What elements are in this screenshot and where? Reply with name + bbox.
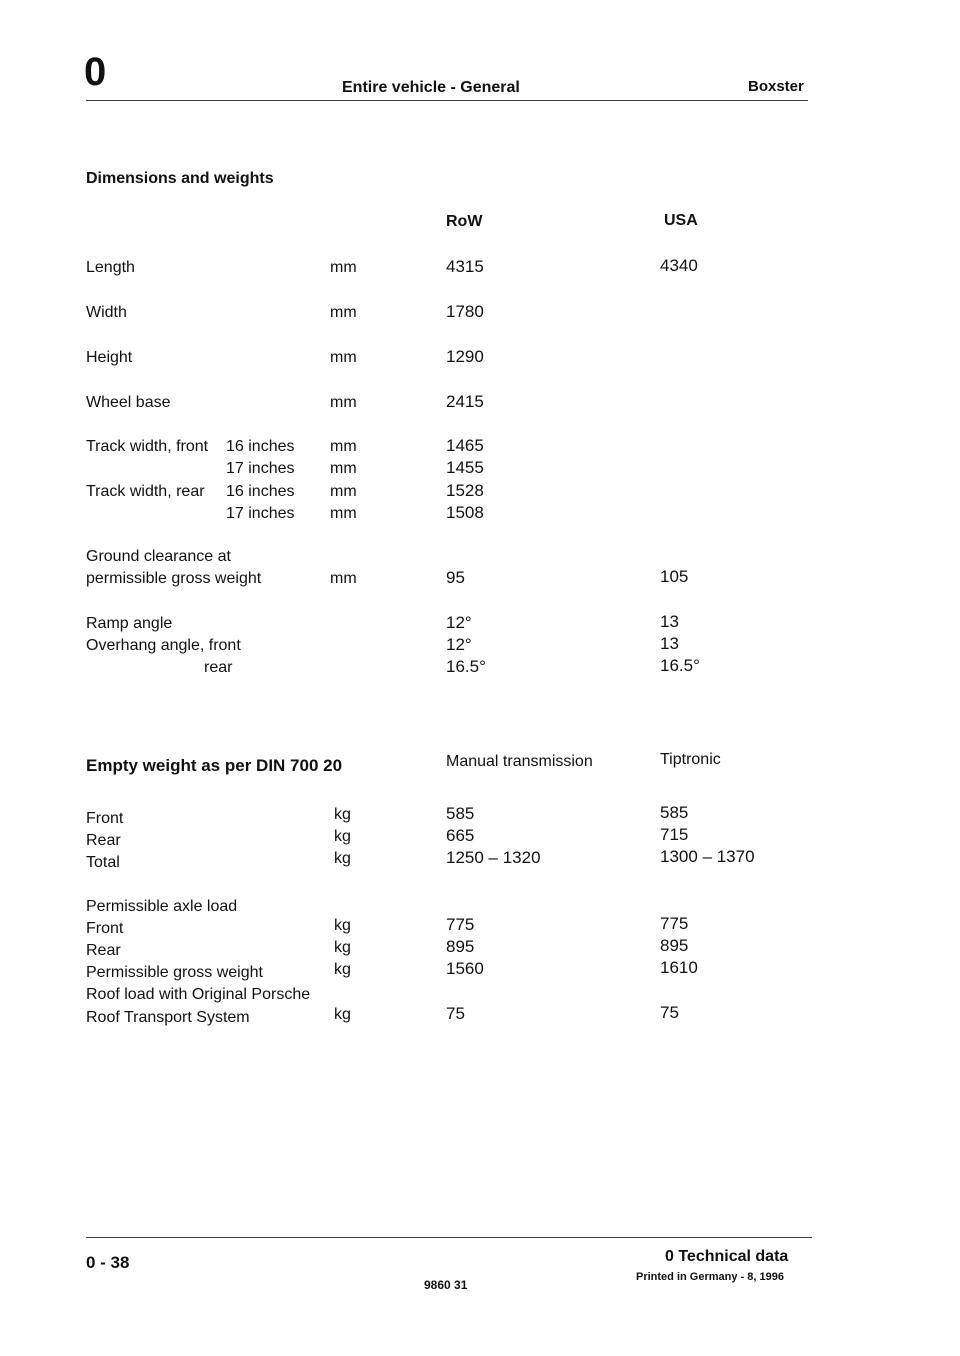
unit-track-rear-16: mm <box>330 483 357 500</box>
value-total-manual: 1250 – 1320 <box>446 848 541 867</box>
label-front: Front <box>86 810 124 827</box>
value-axle-rear-tiptronic: 895 <box>660 936 689 955</box>
sub-track-front-16: 16 inches <box>226 438 295 455</box>
value-front-tiptronic: 585 <box>660 803 689 822</box>
label-total: Total <box>86 854 120 871</box>
value-ramp-angle-row: 12° <box>446 613 472 632</box>
label-permissible-axle-load: Permissible axle load <box>86 898 238 915</box>
label-rear: Rear <box>86 832 121 849</box>
label-track-width-rear: Track width, rear <box>86 483 205 500</box>
value-length-row: 4315 <box>446 257 484 276</box>
column-header-manual: Manual transmission <box>446 753 593 770</box>
label-wheel-base: Wheel base <box>86 394 171 411</box>
chapter-number: 0 <box>84 50 107 94</box>
unit-front: kg <box>334 806 351 823</box>
label-track-width-front: Track width, front <box>86 438 209 455</box>
value-ramp-angle-usa: 13 <box>660 612 679 631</box>
label-overhang-angle-rear: rear <box>204 659 233 676</box>
value-front-manual: 585 <box>446 804 475 823</box>
label-width: Width <box>86 304 127 321</box>
label-permissible-gross-weight-2: Permissible gross weight <box>86 964 263 981</box>
unit-length: mm <box>330 259 357 276</box>
value-height-row: 1290 <box>446 347 484 366</box>
value-axle-front-tiptronic: 775 <box>660 914 689 933</box>
header-divider <box>86 100 808 101</box>
value-roof-load-tiptronic: 75 <box>660 1003 679 1022</box>
value-overhang-rear-usa: 16.5° <box>660 656 700 675</box>
label-axle-front: Front <box>86 920 124 937</box>
value-ground-clearance-row: 95 <box>446 568 465 587</box>
unit-total: kg <box>334 850 351 867</box>
sub-track-rear-17: 17 inches <box>226 505 295 522</box>
value-axle-rear-manual: 895 <box>446 937 475 956</box>
label-ground-clearance: Ground clearance at <box>86 548 231 565</box>
label-height: Height <box>86 349 133 366</box>
column-header-row: RoW <box>446 213 483 230</box>
label-length: Length <box>86 259 135 276</box>
column-header-usa: USA <box>664 212 698 229</box>
label-axle-rear: Rear <box>86 942 121 959</box>
unit-track-front-16: mm <box>330 438 357 455</box>
label-overhang-angle-front: Overhang angle, front <box>86 637 241 654</box>
document-code: 9860 31 <box>424 1278 468 1292</box>
footer-section-title: 0 Technical data <box>665 1248 789 1265</box>
label-roof-load: Roof load with Original Porsche <box>86 986 311 1003</box>
value-length-usa: 4340 <box>660 256 698 275</box>
footer-divider <box>86 1237 812 1238</box>
page-number: 0 - 38 <box>86 1253 130 1272</box>
sub-track-front-17: 17 inches <box>226 460 295 477</box>
section-title-empty-weight: Empty weight as per DIN 700 20 <box>86 756 343 775</box>
value-ground-clearance-usa: 105 <box>660 567 689 586</box>
unit-width: mm <box>330 304 357 321</box>
value-gross-weight-manual: 1560 <box>446 959 484 978</box>
sub-track-rear-16: 16 inches <box>226 483 295 500</box>
label-permissible-gross-weight: permissible gross weight <box>86 570 262 587</box>
unit-ground-clearance: mm <box>330 570 357 587</box>
unit-height: mm <box>330 349 357 366</box>
label-roof-transport-system: Roof Transport System <box>86 1009 250 1026</box>
value-overhang-front-row: 12° <box>446 635 472 654</box>
footer-print-info: Printed in Germany - 8, 1996 <box>636 1271 784 1283</box>
value-track-front-17: 1455 <box>446 458 484 477</box>
unit-track-rear-17: mm <box>330 505 357 522</box>
unit-axle-rear: kg <box>334 939 351 956</box>
value-axle-front-manual: 775 <box>446 915 475 934</box>
value-overhang-rear-row: 16.5° <box>446 657 486 676</box>
value-track-front-16: 1465 <box>446 436 484 455</box>
value-rear-manual: 665 <box>446 826 475 845</box>
value-gross-weight-tiptronic: 1610 <box>660 958 698 977</box>
section-title-dimensions: Dimensions and weights <box>86 170 274 187</box>
value-total-tiptronic: 1300 – 1370 <box>660 847 755 866</box>
value-rear-tiptronic: 715 <box>660 825 689 844</box>
value-width-row: 1780 <box>446 302 484 321</box>
unit-wheel-base: mm <box>330 394 357 411</box>
unit-track-front-17: mm <box>330 460 357 477</box>
unit-gross-weight: kg <box>334 961 351 978</box>
page-header-title: Entire vehicle - General <box>342 79 520 96</box>
value-track-rear-17: 1508 <box>446 503 484 522</box>
value-track-rear-16: 1528 <box>446 481 484 500</box>
value-overhang-front-usa: 13 <box>660 634 679 653</box>
unit-rear: kg <box>334 828 351 845</box>
unit-axle-front: kg <box>334 917 351 934</box>
column-header-tiptronic: Tiptronic <box>660 751 721 768</box>
value-roof-load-manual: 75 <box>446 1004 465 1023</box>
unit-roof-load: kg <box>334 1006 351 1023</box>
value-wheel-base-row: 2415 <box>446 392 484 411</box>
label-ramp-angle: Ramp angle <box>86 615 173 632</box>
vehicle-model: Boxster <box>748 78 804 95</box>
